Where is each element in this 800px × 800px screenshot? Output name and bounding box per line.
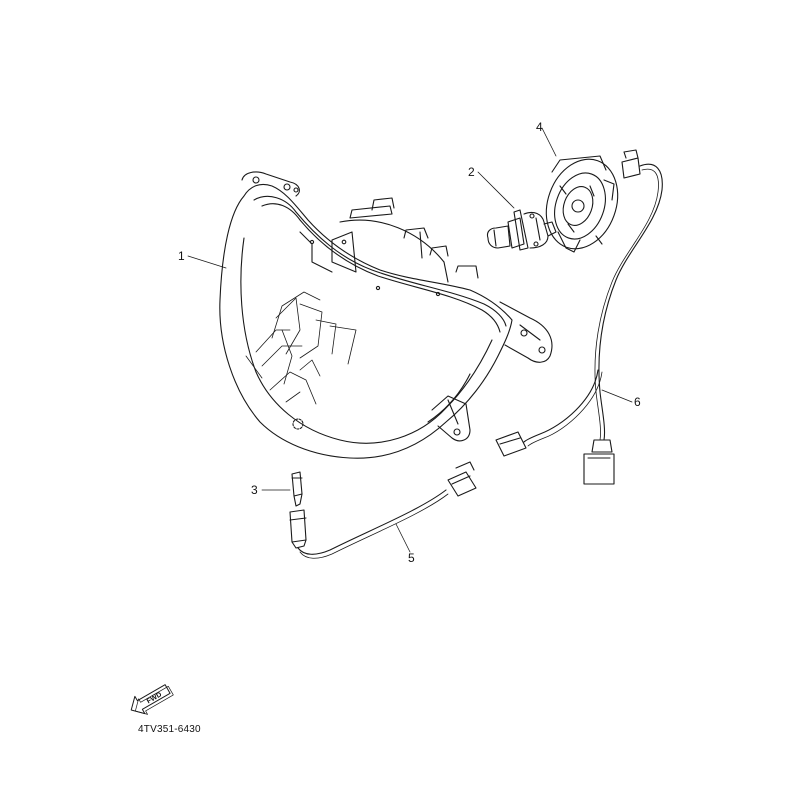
fwd-arrow-icon: FWD — [130, 684, 174, 715]
headlight-side-mount — [499, 301, 553, 363]
position-light-bulb — [291, 471, 303, 507]
headlight-rear-housing — [339, 197, 479, 283]
position-lamp-socket-marker — [292, 418, 304, 430]
callout-leader-lines — [187, 127, 633, 553]
headlight-lens-pattern — [245, 291, 357, 405]
headlight-wire-harness — [495, 149, 663, 485]
headlight-adjuster-plate — [331, 231, 357, 273]
callout-5: 5 — [408, 551, 415, 565]
callout-6: 6 — [634, 395, 641, 409]
headlight-socket-cover — [545, 155, 619, 253]
callout-1: 1 — [178, 249, 185, 263]
callout-2: 2 — [468, 165, 475, 179]
fwd-label: FWD — [146, 691, 163, 705]
callout-4: 4 — [536, 120, 543, 134]
headlight-lens-outer — [219, 183, 513, 459]
diagram-reference-code: 4TV351-6430 — [138, 724, 201, 735]
headlight-top-mount — [241, 171, 300, 197]
position-light-wire — [289, 461, 477, 559]
headlight-unit — [219, 171, 553, 459]
headlight-bulb — [486, 209, 557, 251]
headlight-rim-inner — [253, 195, 507, 327]
callout-3: 3 — [251, 483, 258, 497]
